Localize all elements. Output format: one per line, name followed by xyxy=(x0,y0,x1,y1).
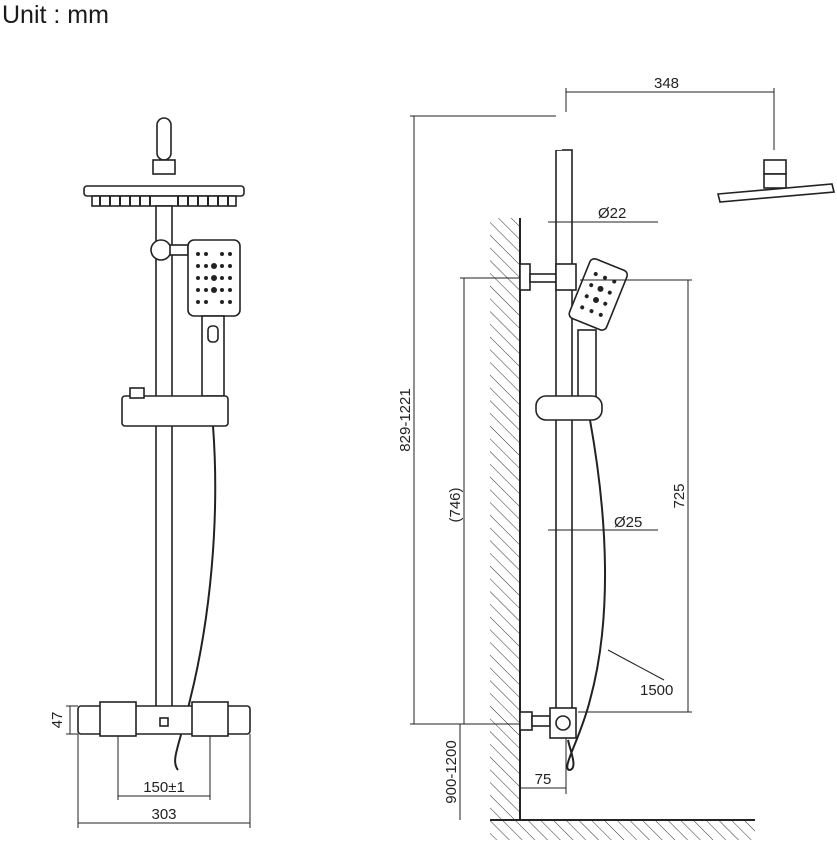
wall-hatch xyxy=(490,218,520,820)
dim-center-spacing: 150±1 xyxy=(143,779,185,796)
front-slider xyxy=(121,395,229,427)
side-view xyxy=(410,88,836,840)
side-hose xyxy=(566,419,607,772)
floor-hatch xyxy=(490,820,755,840)
rain-head-nozzles xyxy=(99,196,229,206)
dim-handset-height: 725 xyxy=(671,483,688,508)
dim-valve-height: 47 xyxy=(49,712,66,729)
side-handle xyxy=(577,329,597,399)
side-slider xyxy=(535,395,603,421)
dim-install-height: 900-1200 xyxy=(443,740,460,803)
side-rain-head xyxy=(716,183,836,203)
front-top-arm xyxy=(156,117,172,161)
dim-wall-offset: 75 xyxy=(535,771,552,788)
dim-total-height: 829-1221 xyxy=(397,388,414,451)
dim-pipe-dia-top: Ø22 xyxy=(598,205,626,222)
side-hand-shower xyxy=(568,257,629,331)
dim-valve-width: 303 xyxy=(151,806,176,823)
front-hose xyxy=(174,425,217,771)
front-rain-head xyxy=(83,185,245,197)
front-view xyxy=(66,117,251,828)
dim-rail-length: (746) xyxy=(447,487,464,522)
dim-pipe-dia-bottom: Ø25 xyxy=(614,514,642,531)
side-rail xyxy=(555,149,573,711)
dim-hose-length: 1500 xyxy=(640,682,673,699)
front-rail xyxy=(155,205,173,712)
unit-label: Unit : mm xyxy=(2,1,109,29)
hand-shower-nozzles xyxy=(196,252,232,304)
dim-top-width: 348 xyxy=(654,75,679,92)
